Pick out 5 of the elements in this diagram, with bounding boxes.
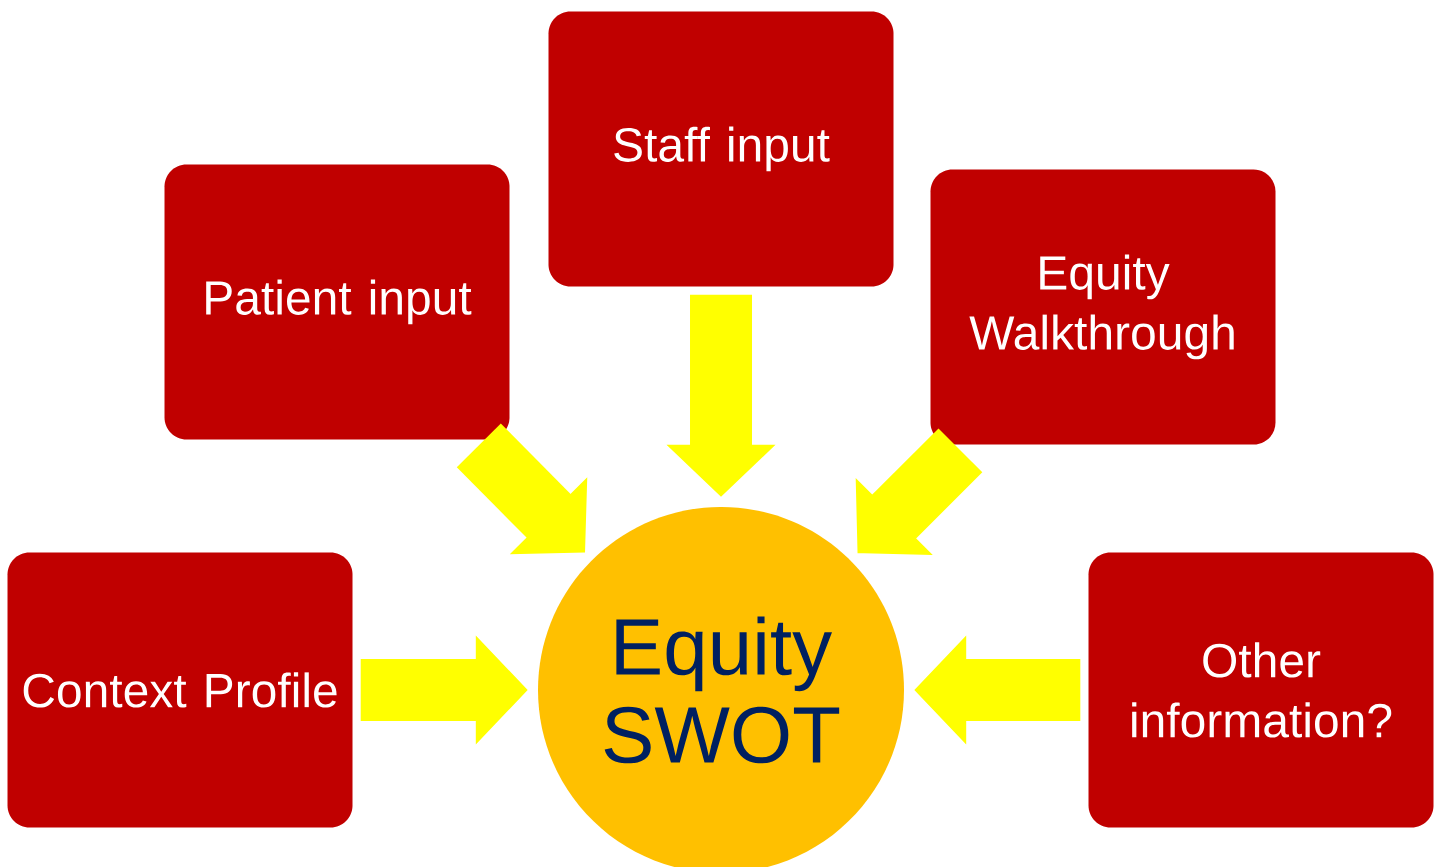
process-box: Staff input [548, 11, 894, 287]
process-box: Equity Walkthrough [930, 169, 1276, 445]
process-box: Context Profile [7, 552, 353, 828]
process-box: Patient input [164, 164, 510, 440]
process-box: Other information? [1088, 552, 1434, 828]
